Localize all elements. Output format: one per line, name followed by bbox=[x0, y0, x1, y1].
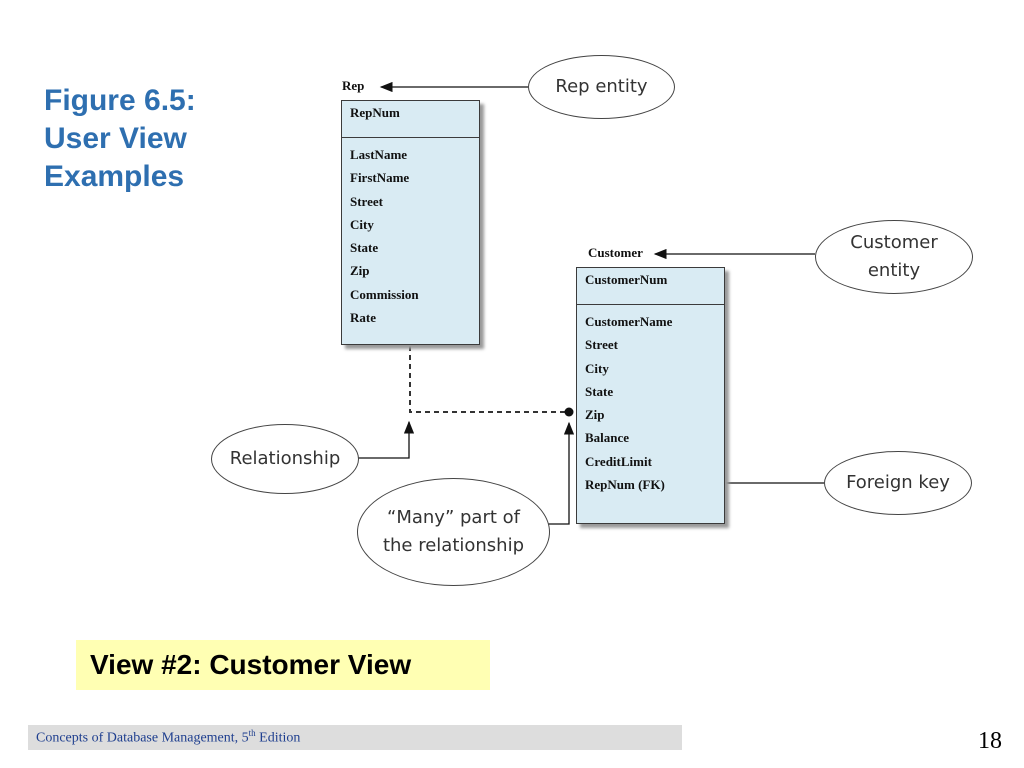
relationship-callout: Relationship bbox=[211, 424, 359, 494]
customer-entity-callout-line-2: entity bbox=[867, 260, 921, 281]
rep-primary-key: RepNum bbox=[342, 101, 479, 138]
customer-attribute-list: CustomerName Street City State Zip Balan… bbox=[577, 305, 724, 496]
customer-attribute: State bbox=[585, 383, 614, 399]
rep-entity-name: Rep bbox=[342, 78, 365, 93]
rep-attribute: FirstName bbox=[350, 170, 410, 186]
customer-entity-callout: Customer entity bbox=[815, 220, 973, 294]
footer-text: Concepts of Database Management, 5th Edi… bbox=[36, 728, 300, 747]
rep-entity-callout-text: Rep entity bbox=[555, 76, 648, 97]
title-line-2: User View bbox=[44, 122, 187, 155]
customer-entity-box: CustomerNum CustomerName Street City Sta… bbox=[576, 267, 725, 524]
many-end-dot bbox=[564, 407, 574, 417]
customer-entity-callout-line-1: Customer bbox=[850, 232, 938, 253]
relationship-dashed-line bbox=[409, 346, 568, 413]
view-caption: View #2: Customer View bbox=[76, 640, 490, 690]
customer-attribute: RepNum (FK) bbox=[585, 477, 665, 493]
rep-entity-box: RepNum LastName FirstName Street City St… bbox=[341, 100, 480, 345]
footer-text-main: Concepts of Database Management, 5 bbox=[36, 730, 249, 746]
customer-attribute: CustomerName bbox=[585, 314, 673, 329]
footer-text-end: Edition bbox=[255, 730, 301, 746]
customer-entity-name: Customer bbox=[588, 245, 643, 260]
customer-attribute: Street bbox=[585, 337, 618, 353]
relationship-callout-text: Relationship bbox=[229, 448, 341, 469]
rep-entity-callout: Rep entity bbox=[528, 55, 675, 119]
title-line-3: Examples bbox=[44, 160, 185, 193]
customer-attribute: Balance bbox=[585, 430, 630, 446]
footer-bar: Concepts of Database Management, 5th Edi… bbox=[28, 725, 682, 750]
foreign-key-callout-text: Foreign key bbox=[846, 472, 950, 493]
relationship-pointer bbox=[357, 420, 415, 459]
slide-title: Figure 6.5: User View Examples bbox=[44, 82, 196, 196]
customer-attribute: City bbox=[585, 360, 609, 376]
footer-superscript: th bbox=[248, 728, 256, 739]
many-part-callout: “Many” part of the relationship bbox=[357, 478, 550, 586]
rep-attribute: LastName bbox=[350, 147, 408, 162]
rep-attribute: City bbox=[350, 216, 374, 232]
rep-attribute: Commission bbox=[350, 286, 419, 302]
foreign-key-callout: Foreign key bbox=[824, 451, 972, 515]
page-number: 18 bbox=[978, 728, 1002, 754]
many-part-callout-line-1: “Many” part of bbox=[387, 507, 520, 528]
rep-attribute: State bbox=[350, 240, 379, 256]
rep-attribute: Zip bbox=[350, 263, 370, 279]
rep-attribute: Rate bbox=[350, 310, 376, 326]
many-part-callout-line-2: the relationship bbox=[382, 535, 525, 556]
many-part-pointer bbox=[548, 421, 575, 525]
customer-primary-key: CustomerNum bbox=[577, 268, 724, 305]
title-line-1: Figure 6.5: bbox=[44, 84, 196, 117]
rep-attribute-list: LastName FirstName Street City State Zip… bbox=[342, 138, 479, 329]
customer-attribute: CreditLimit bbox=[585, 453, 652, 469]
rep-attribute: Street bbox=[350, 193, 383, 209]
customer-attribute: Zip bbox=[585, 407, 605, 423]
